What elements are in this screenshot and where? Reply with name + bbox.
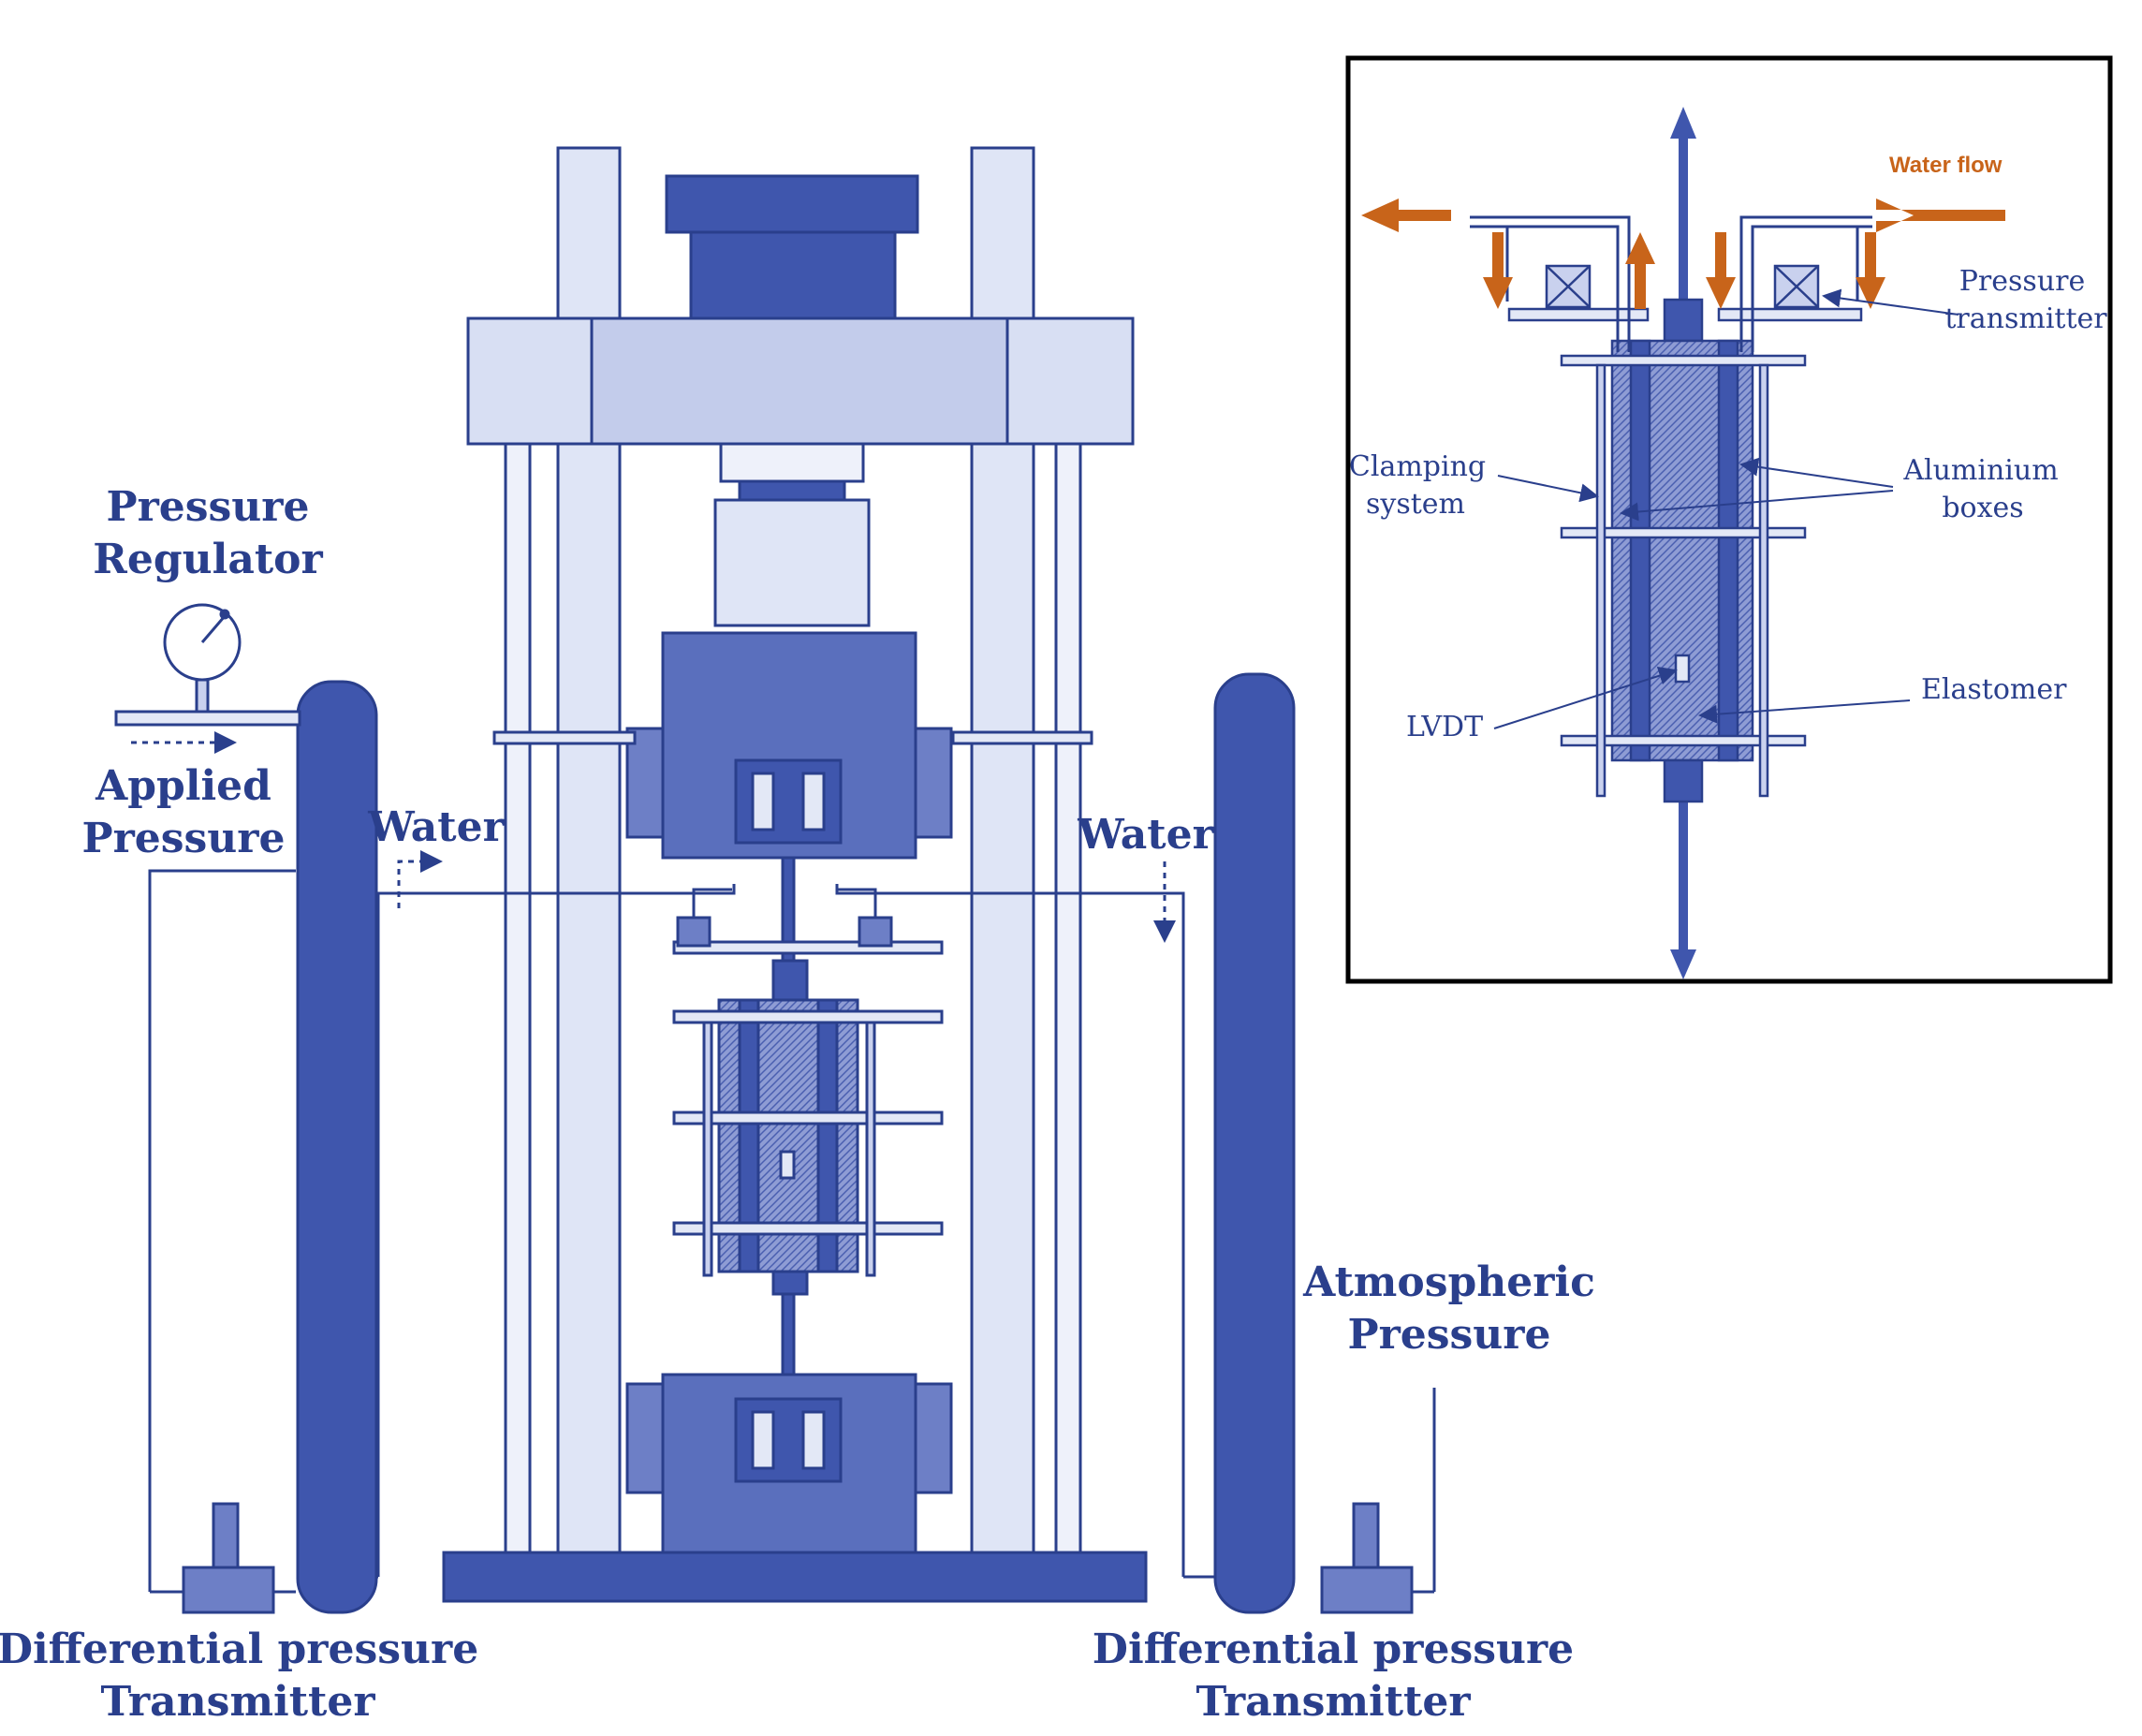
arrow-up-icon [1670, 107, 1696, 139]
elastomer-label: Elastomer [1921, 673, 2067, 706]
aluminium-boxes-label: boxes [1942, 492, 2023, 524]
dp-transmitter-left-label: Differential pressure [0, 1626, 478, 1673]
pressure-transmitter-label: Pressure [1959, 265, 2086, 298]
pressure-regulator-label: Regulator [93, 536, 323, 583]
main-labels: Pressure Regulator Applied Pressure Wate… [0, 483, 1595, 1726]
water-flow-arrows [1361, 199, 2005, 309]
applied-pressure-label: Applied [95, 762, 271, 810]
tanks [296, 672, 1296, 1614]
dp-transmitter-left-label: Transmitter [100, 1678, 375, 1726]
water-left-label: Water [367, 803, 505, 851]
dp-transmitter-right [1320, 1502, 1414, 1614]
clamping-system-label: system [1366, 488, 1465, 521]
water-right-label: Water [1077, 811, 1214, 859]
load-frame [442, 146, 1148, 1603]
inset-detail: Water flow Pressure transmitter Clamping… [1345, 55, 2113, 984]
arrow-down-icon [1670, 949, 1696, 979]
pressure-regulator-gauge [114, 603, 301, 727]
water-system [148, 869, 1436, 1594]
atmospheric-pressure-label: Pressure [1348, 1311, 1551, 1359]
water-flow-label: Water flow [1889, 153, 2003, 178]
dp-transmitter-right-label: Differential pressure [1093, 1626, 1574, 1673]
specimen-assembly [672, 888, 944, 1296]
applied-pressure-label: Pressure [82, 815, 286, 862]
pressure-regulator-label: Pressure [107, 483, 310, 531]
aluminium-boxes-label: Aluminium [1902, 454, 2058, 487]
lvdt-label: LVDT [1406, 711, 1483, 743]
pressure-transmitter-label: transmitter [1944, 302, 2107, 335]
atmospheric-pressure-label: Atmospheric [1302, 1258, 1595, 1306]
dp-transmitter-left [182, 1502, 275, 1614]
dp-transmitter-right-label: Transmitter [1196, 1678, 1471, 1726]
water-direction-arrows [131, 731, 1176, 943]
clamping-system-label: Clamping [1349, 450, 1486, 483]
